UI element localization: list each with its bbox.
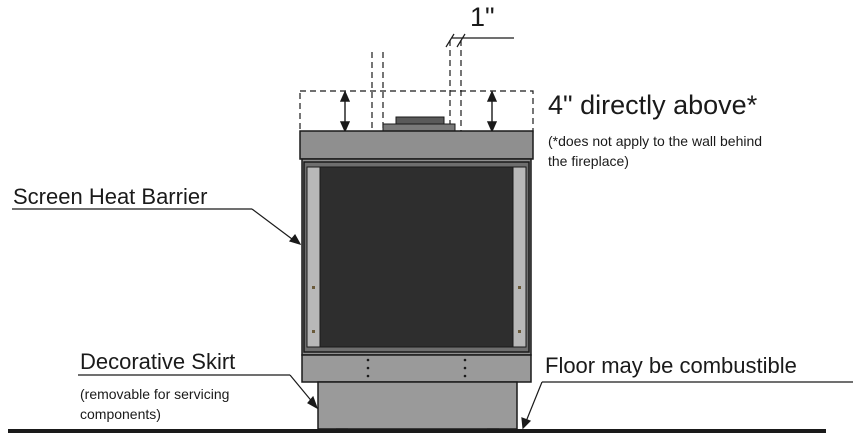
leader-floor: [524, 381, 543, 425]
clearance-above-label: 4" directly above*: [548, 90, 758, 120]
floor-combustible-label: Floor may be combustible: [545, 353, 797, 378]
skirt-note-line2: components): [80, 406, 161, 422]
leader-decorative-skirt: [289, 374, 315, 405]
control-panel-dots: [366, 358, 467, 378]
leader-lines: [12, 208, 853, 430]
floor-line: [8, 429, 826, 433]
one-inch-label: 1": [470, 2, 495, 32]
one-inch-dimension: [445, 33, 514, 48]
panel-brackets: [312, 286, 521, 333]
decorative-skirt-shape: [317, 381, 518, 430]
skirt-note-line1: (removable for servicing: [80, 386, 230, 402]
glass-panel: [319, 166, 514, 348]
clearance-note-line2: the fireplace): [548, 153, 629, 169]
control-panel: [301, 354, 532, 383]
screen-heat-barrier-label: Screen Heat Barrier: [13, 184, 208, 209]
screen-panel-right: [512, 166, 527, 348]
decorative-skirt-label: Decorative Skirt: [80, 349, 236, 374]
top-cap: [299, 130, 534, 160]
clearance-arrows: [339, 90, 498, 133]
clearance-note-line1: (*does not apply to the wall behind: [548, 133, 763, 149]
leader-screen-heat-barrier: [251, 208, 297, 243]
screen-panel-left: [306, 166, 321, 348]
